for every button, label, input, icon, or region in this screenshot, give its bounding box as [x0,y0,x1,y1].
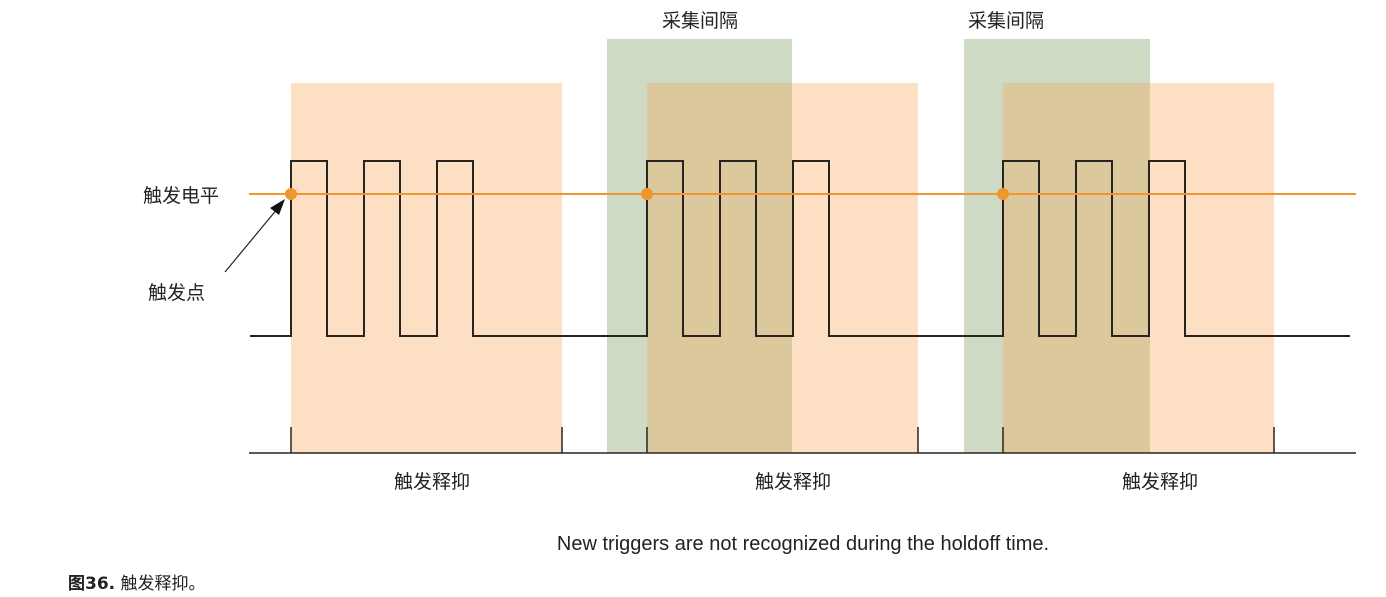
holdoff-label: 触发释抑 [393,471,471,493]
figure-number: 图36. [68,574,116,594]
holdoff-note: New triggers are not recognized during t… [556,533,1050,555]
trigger-level-label: 触发电平 [143,185,220,207]
acquisition-interval-label: 采集间隔 [967,10,1045,32]
figure-caption: 图36. 触发释抑。 [68,569,206,594]
acquisition-interval-label: 采集间隔 [661,10,739,32]
trigger-point-arrow [224,199,285,273]
holdoff-label: 触发释抑 [1121,471,1199,493]
holdoff-label: 触发释抑 [754,471,832,493]
trigger-point-label: 触发点 [148,282,206,304]
holdoff-region [291,83,562,453]
signal-waveform [250,160,1350,337]
figure-title: 触发释抑。 [120,574,206,594]
trigger-point-marker [641,188,653,200]
trigger-point-marker [997,188,1009,200]
trigger-point-marker [285,188,297,200]
